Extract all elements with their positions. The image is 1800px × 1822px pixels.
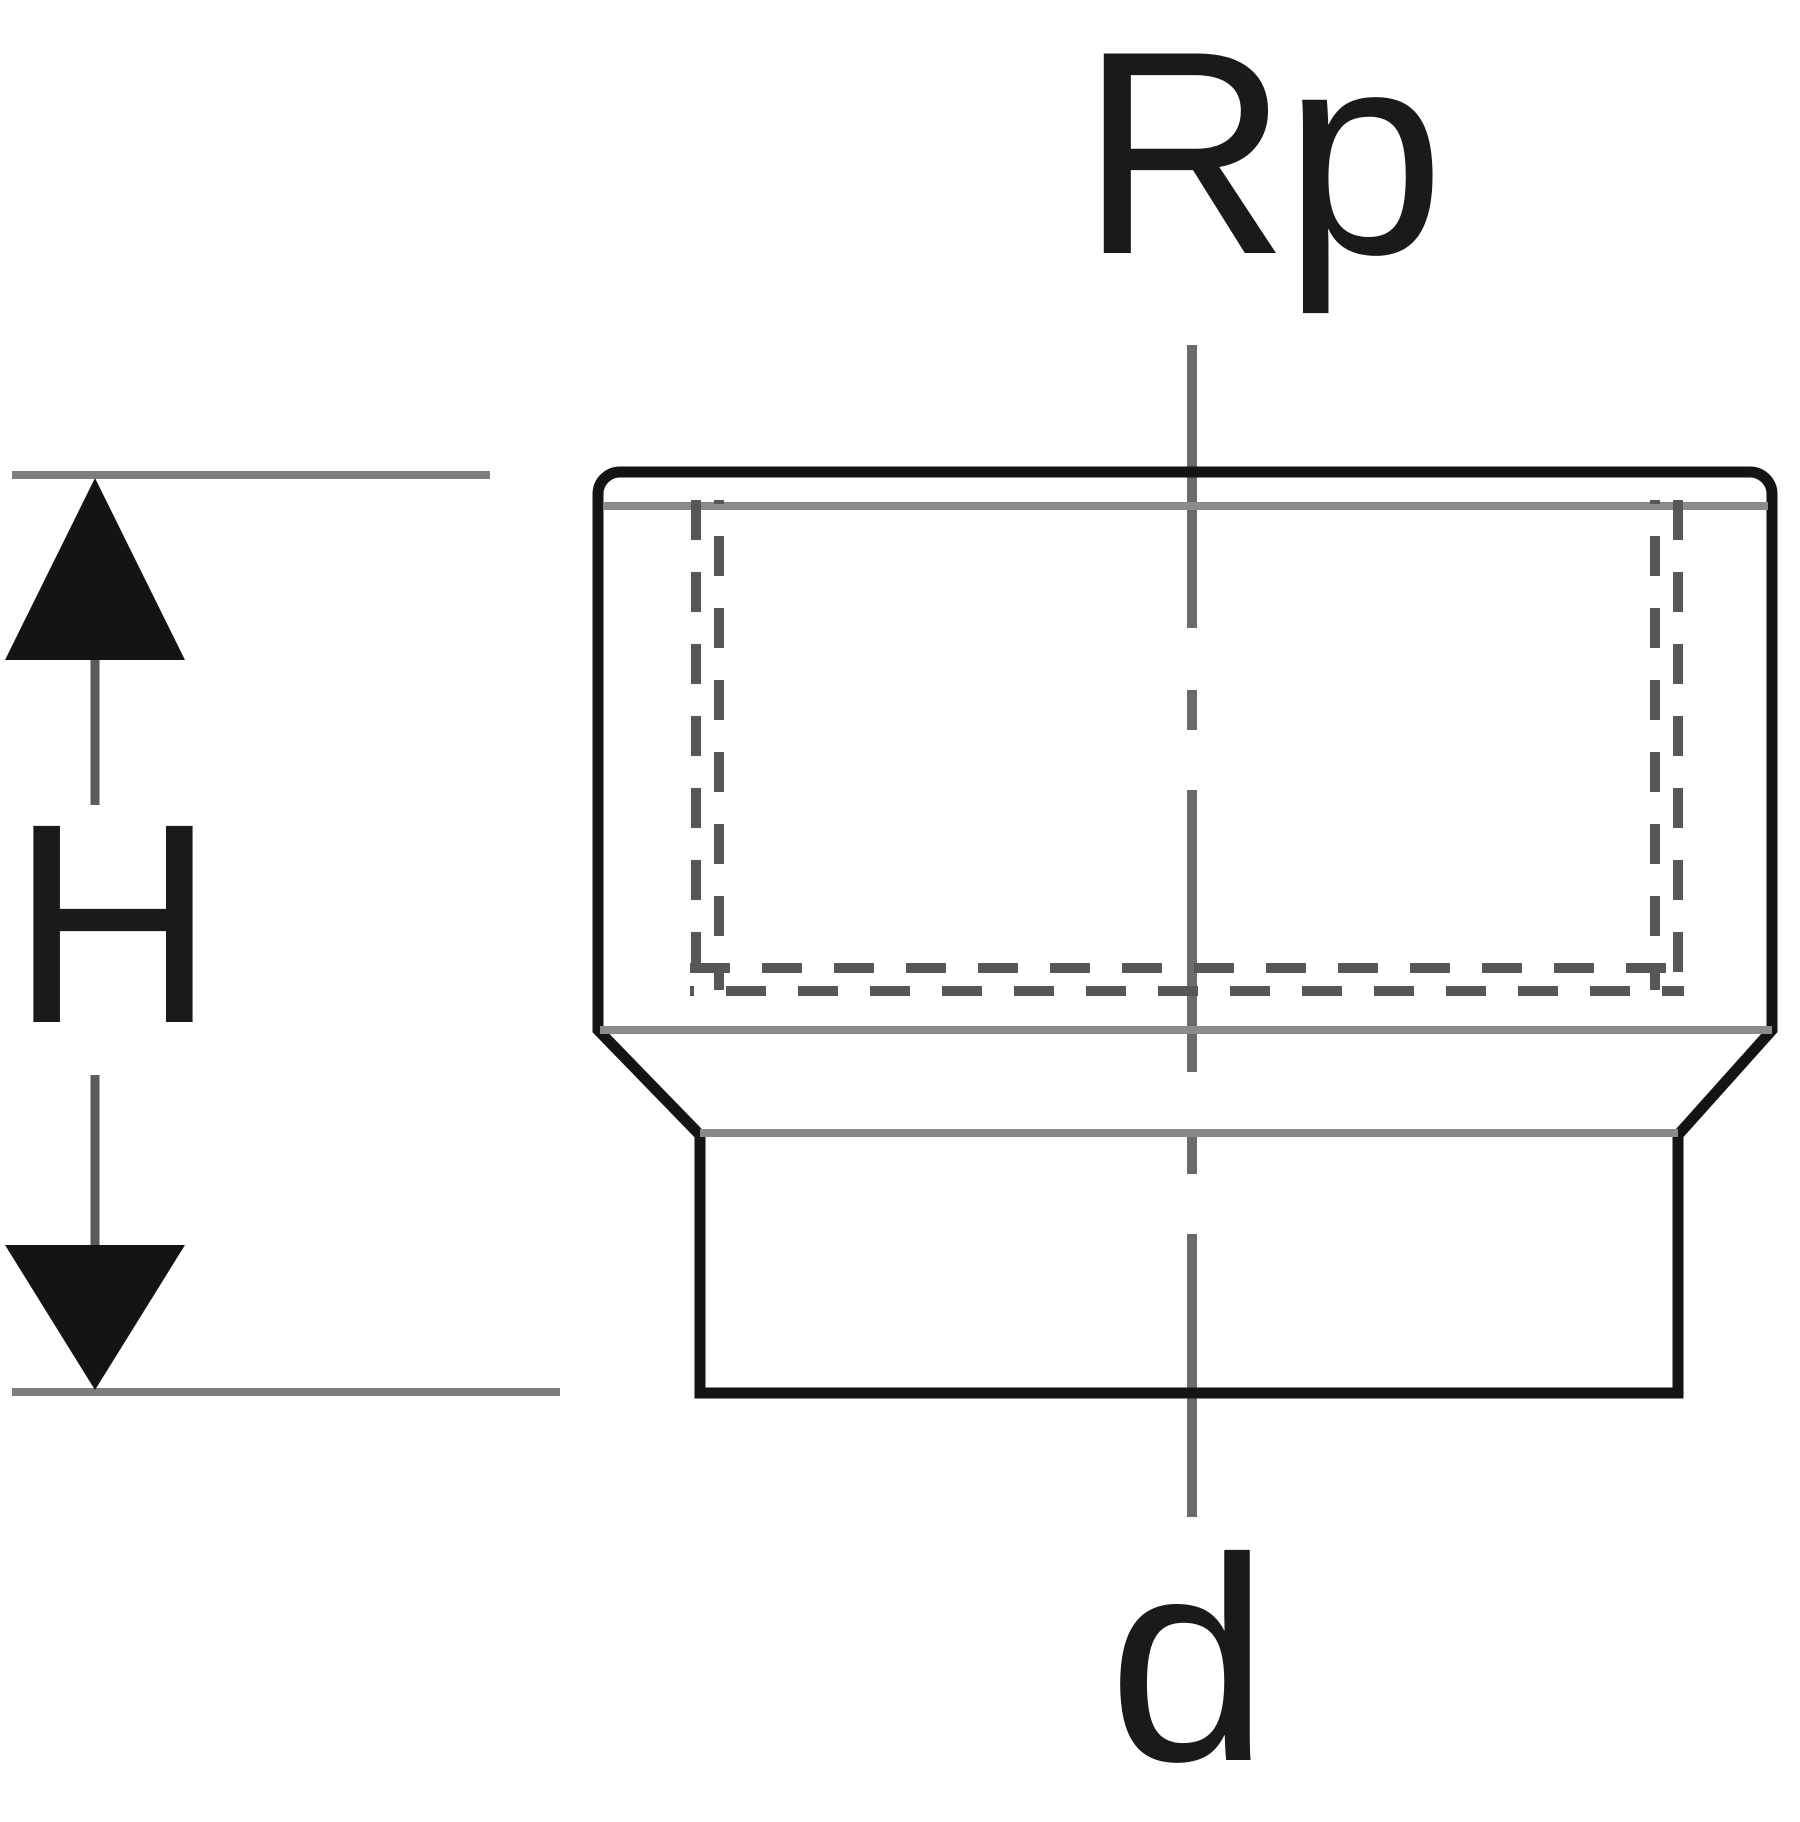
thread-designation-label: Rp xyxy=(1080,0,1445,315)
technical-drawing-canvas: Rp H d xyxy=(5,0,1778,1805)
height-dimension-group xyxy=(5,471,560,1396)
drawing-svg xyxy=(5,345,1778,1517)
inner-edge-lines xyxy=(600,502,1772,1137)
height-dimension-label: H xyxy=(10,765,216,1083)
arrowhead-down-icon xyxy=(5,1245,185,1390)
hidden-thread-lines xyxy=(690,500,1684,996)
arrowhead-up-icon xyxy=(5,478,185,660)
fitting-body-profile xyxy=(592,466,1778,1399)
fitting-outline xyxy=(592,466,1778,1399)
diameter-dimension-label: d xyxy=(1108,1498,1270,1822)
